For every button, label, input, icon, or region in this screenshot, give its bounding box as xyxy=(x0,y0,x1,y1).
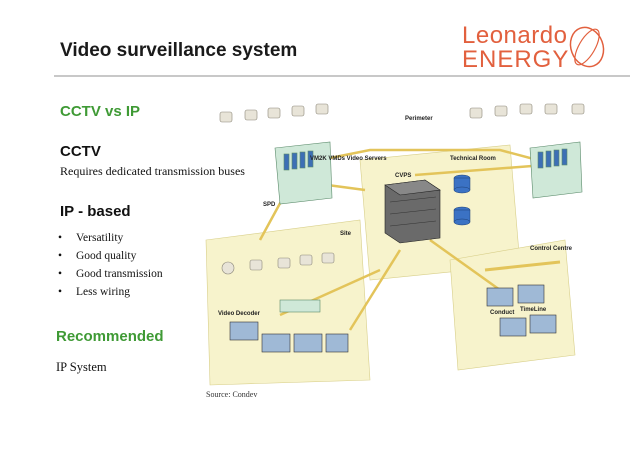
recommended-value: IP System xyxy=(56,360,107,374)
logo-text-line1: Leonardo xyxy=(462,22,568,49)
cctv-description: Requires dedicated transmission buses xyxy=(60,164,245,178)
leonardo-energy-logo: Leonardo ENERGY xyxy=(462,22,612,74)
recommended-heading: Recommended xyxy=(56,328,164,345)
spd-label: SPD xyxy=(263,202,276,208)
timeline-label: TimeLine xyxy=(520,307,547,313)
ip-based-heading: IP - based xyxy=(60,203,131,220)
header-divider xyxy=(54,75,630,77)
site-label: Site xyxy=(340,231,352,237)
network-diagram: Perimeter Technical Room VM2K VMDs Video… xyxy=(205,103,585,386)
bullet-item: •Good transmission xyxy=(58,268,163,280)
cvps-label: CVPS xyxy=(395,173,411,179)
cvps-server-stack xyxy=(384,179,441,244)
control-centre-workstation xyxy=(486,284,557,337)
bullet-item: •Less wiring xyxy=(58,286,130,298)
technical-room-label: Technical Room xyxy=(450,156,496,162)
right-video-server xyxy=(529,141,583,199)
bullet-item: •Good quality xyxy=(58,250,137,262)
network-cables xyxy=(258,148,546,331)
perimeter-label: Perimeter xyxy=(405,116,433,122)
control-centre-label: Control Centre xyxy=(530,246,573,252)
database-icons xyxy=(453,174,471,226)
left-video-server xyxy=(274,141,333,205)
bullet-item: •Versatility xyxy=(58,232,124,244)
site-switch xyxy=(279,299,321,313)
perimeter-cameras-left xyxy=(219,103,329,123)
logo-text-line2: ENERGY xyxy=(462,46,570,73)
cctv-heading: CCTV xyxy=(60,143,101,160)
site-workstation xyxy=(229,321,349,353)
cctv-vs-ip-heading: CCTV vs IP xyxy=(60,103,141,120)
logo-orbit-icon xyxy=(569,26,605,68)
source-caption: Source: Condev xyxy=(206,390,258,399)
site-cameras xyxy=(221,252,335,275)
conduct-label: Conduct xyxy=(490,310,514,316)
perimeter-cameras-right xyxy=(469,103,585,119)
page-title: Video surveillance system xyxy=(60,40,298,61)
servers-label: VM2K VMDs Video Servers xyxy=(310,156,387,162)
video-decoder-label: Video Decoder xyxy=(218,311,261,317)
